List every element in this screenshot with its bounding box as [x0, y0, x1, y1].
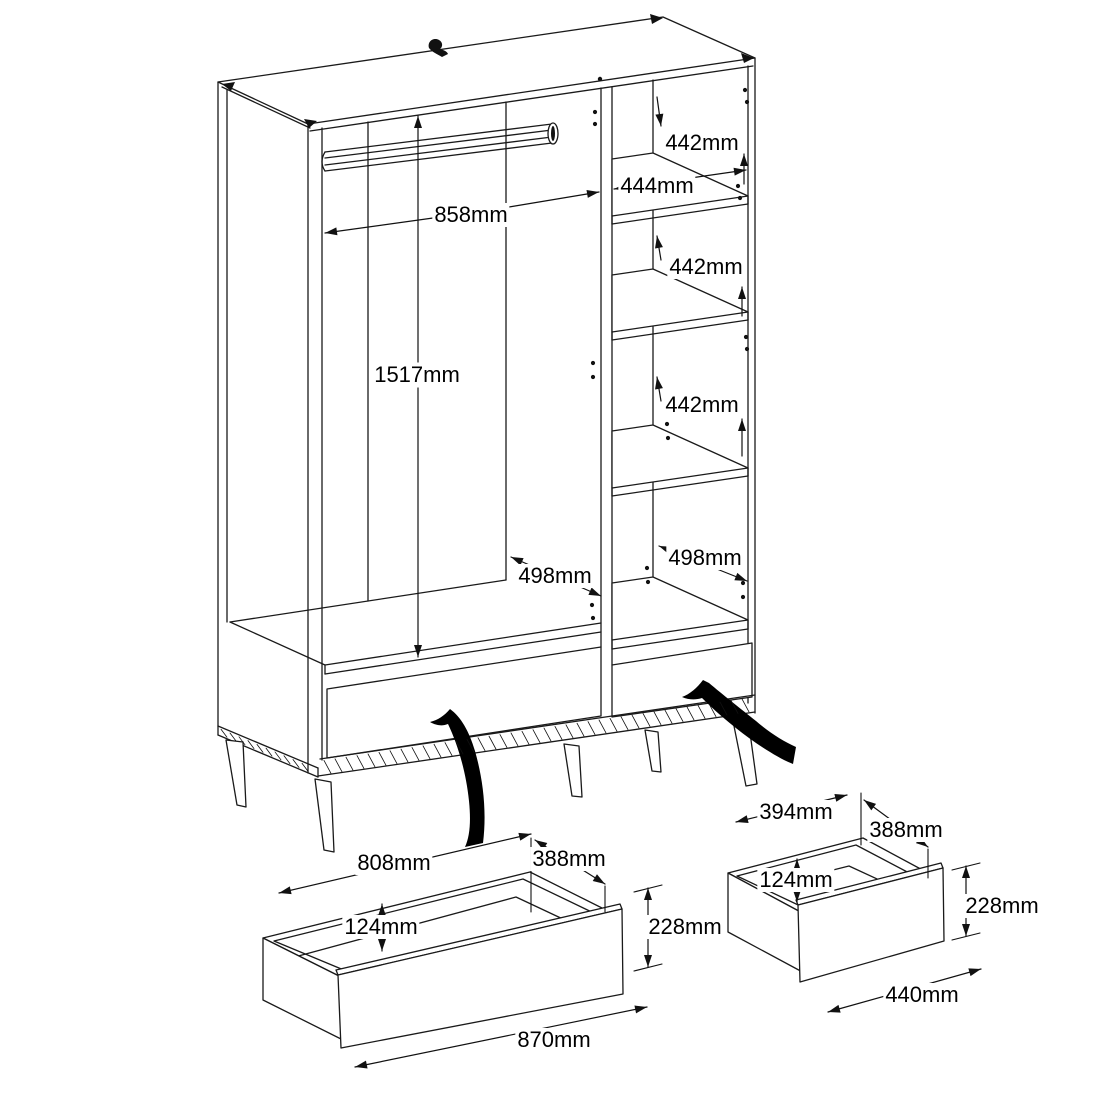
cabinet-drawer-front-left	[326, 646, 602, 759]
shelf-3	[611, 424, 749, 497]
right-drawer-front	[797, 867, 945, 983]
left-side-panel	[217, 81, 323, 778]
leg	[314, 778, 335, 853]
dim-label-shelf-gap-mid: 442mm	[667, 254, 745, 279]
left-compartment-floor	[229, 621, 602, 675]
dim-label-rdrawer-height: 228mm	[963, 893, 1041, 918]
top-panel	[217, 16, 756, 125]
dim-label-rdrawer-inner-height: 124mm	[757, 867, 835, 892]
dim-label-rdrawer-depth: 388mm	[867, 817, 945, 842]
dim-label-shelf-gap-top: 442mm	[663, 130, 741, 155]
dim-label-rdrawer-front-width: 440mm	[883, 982, 961, 1007]
wardrobe-legs	[225, 717, 758, 853]
dim-label-ldrawer-height: 228mm	[646, 914, 724, 939]
shelf-2	[611, 268, 749, 341]
dim-label-interior-height: 1517mm	[372, 362, 462, 387]
wardrobe-drawing	[217, 14, 758, 853]
remove-drawer-arrow-left	[430, 709, 485, 847]
bottom-band	[317, 694, 756, 778]
dim-label-ldrawer-front-width: 870mm	[515, 1027, 593, 1052]
back-panel	[229, 101, 507, 623]
corner-marker-icons	[222, 14, 754, 128]
hanging-rail	[321, 122, 559, 172]
dim-label-left-depth: 498mm	[516, 563, 594, 588]
leg	[225, 739, 247, 808]
dim-label-ldrawer-depth: 388mm	[530, 846, 608, 871]
dim-label-ldrawer-inner-height: 124mm	[342, 914, 420, 939]
dim-label-right-depth: 498mm	[666, 545, 744, 570]
dim-label-rdrawer-inner-width: 394mm	[757, 799, 835, 824]
left-drawer-front	[337, 908, 624, 1049]
leg	[644, 729, 662, 773]
center-divider	[600, 86, 613, 666]
dim-label-hanging-width: 858mm	[432, 202, 510, 227]
right-compartment-floor	[611, 576, 749, 650]
dim-label-shelf-gap-lower: 442mm	[663, 392, 741, 417]
dim-label-shelf-width: 444mm	[618, 173, 696, 198]
leg	[563, 743, 583, 798]
right-drawer-detail	[727, 837, 945, 983]
remove-drawer-arrow-right	[682, 680, 796, 764]
cam-lock-icon	[428, 38, 448, 57]
dim-label-ldrawer-inner-width: 808mm	[355, 850, 433, 875]
left-drawer-detail	[262, 871, 624, 1049]
